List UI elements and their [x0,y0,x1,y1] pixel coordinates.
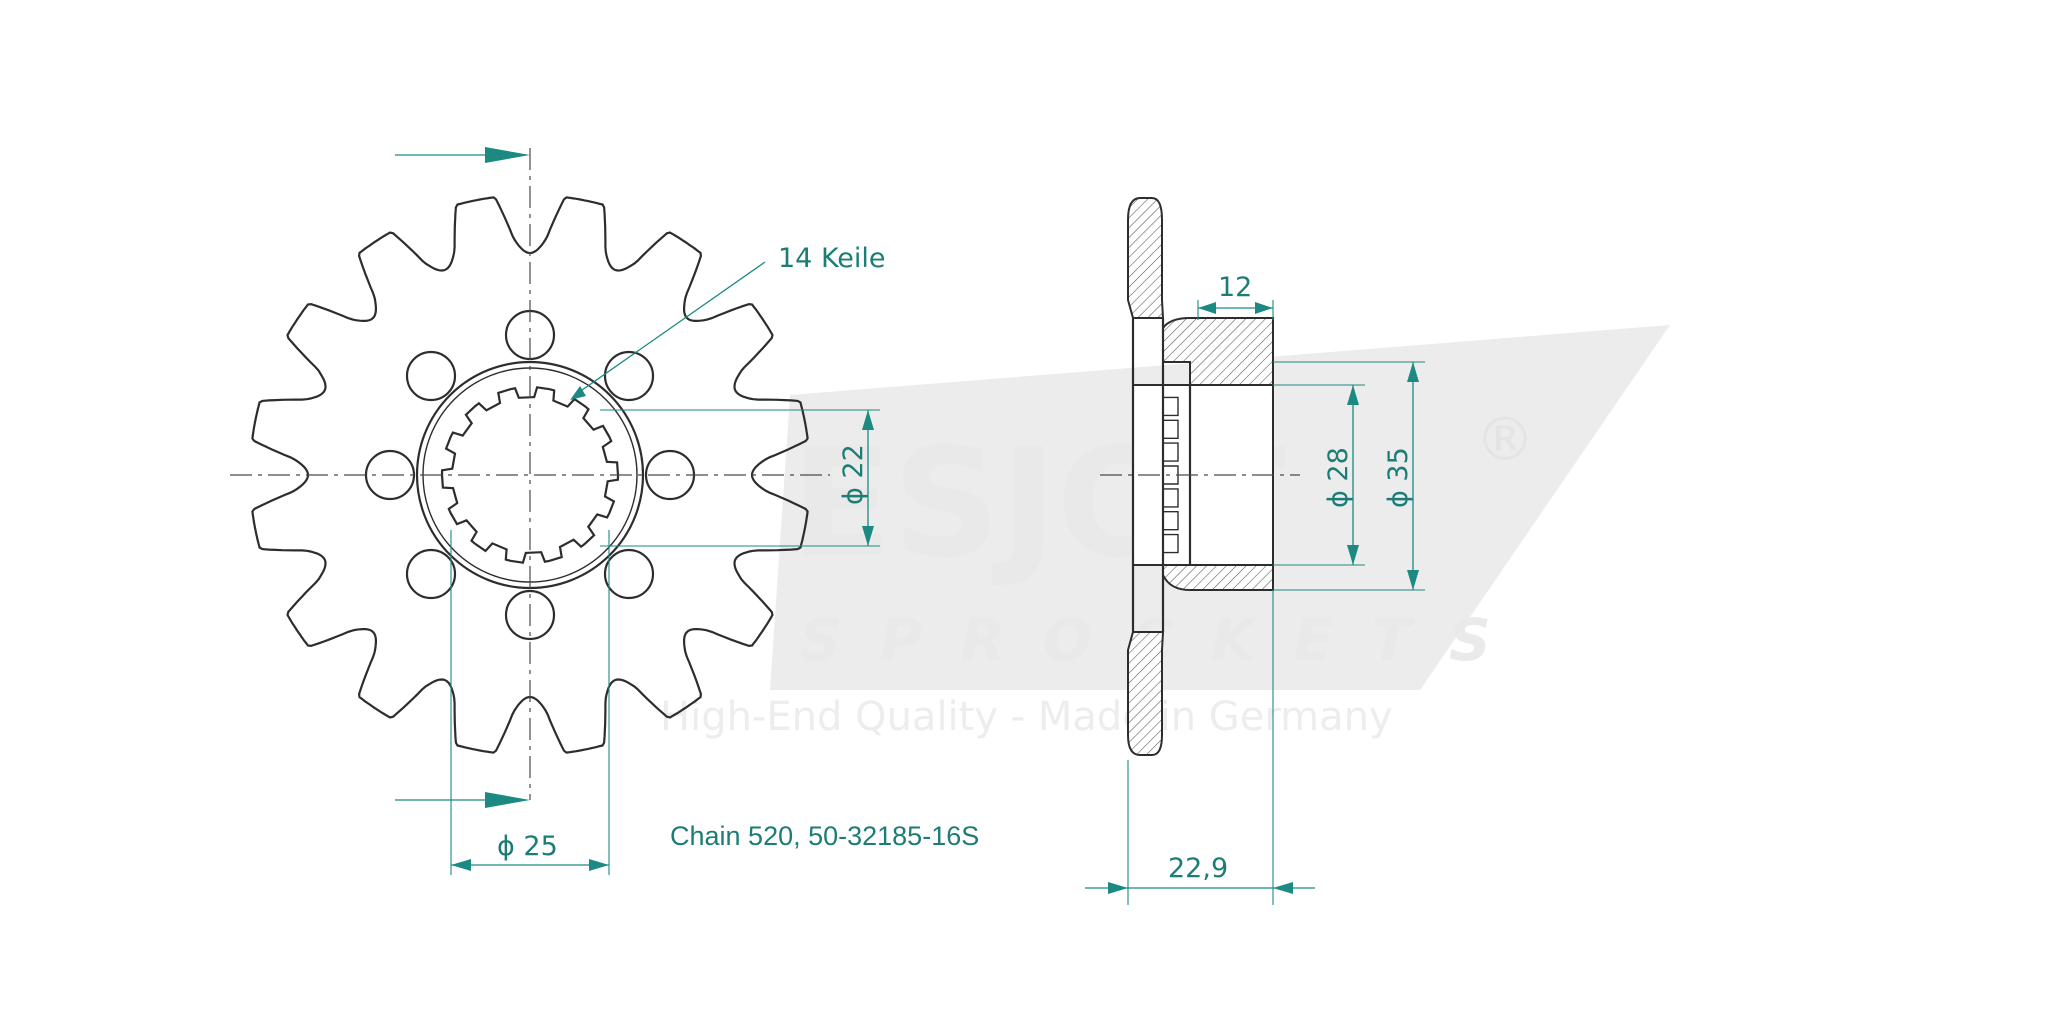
plate-section-top [1127,197,1165,319]
lightening-hole [405,548,457,600]
spline-key-side [1163,442,1179,462]
dim-22: ϕ 22 [600,409,880,547]
dim-22-9-label: 22,9 [1168,853,1228,884]
lightening-hole [603,350,655,402]
watermark-subtitle: SPROCKETS [800,606,1529,674]
lightening-hole [504,589,556,641]
spline-key-side [1163,396,1179,417]
spline-key-side [1163,419,1179,439]
plate-section-bottom [1127,631,1165,756]
keys-callout-label: 14 Keile [778,243,886,274]
section-arrow-bottom [485,792,530,808]
keys-callout: 14 Keile [570,243,886,400]
front-view [230,148,830,800]
dim-12: 12 [1197,272,1274,320]
section-arrow-top [485,147,530,163]
spline-profile [1163,396,1179,554]
dim-28-label: ϕ 28 [1323,447,1354,508]
dim-25-label: ϕ 25 [497,831,558,862]
dim-25: ϕ 25 [450,530,610,875]
dim-28: ϕ 28 [1273,384,1365,566]
dim-22-label: ϕ 22 [838,444,869,505]
hub-section-bottom [1162,564,1274,591]
spline-key-side [1163,488,1179,508]
dim-35-label: ϕ 35 [1383,447,1414,508]
lightening-hole [603,548,655,600]
dim-22-9: 22,9 [1085,590,1315,905]
part-caption: Chain 520, 50-32185-16S [670,821,979,851]
watermark-registered-mark: ® [1475,405,1535,475]
side-view [1100,197,1300,756]
dim-12-label: 12 [1218,272,1252,303]
sprocket-outline [251,196,809,754]
spline-key-side [1163,533,1179,554]
dim-35: ϕ 35 [1273,361,1425,591]
spline-key-side [1163,511,1179,531]
section-arrows [395,147,530,808]
lightening-hole [405,350,457,402]
lightening-holes [364,309,696,641]
watermark-tagline: High-End Quality - Made in Germany [660,694,1393,740]
